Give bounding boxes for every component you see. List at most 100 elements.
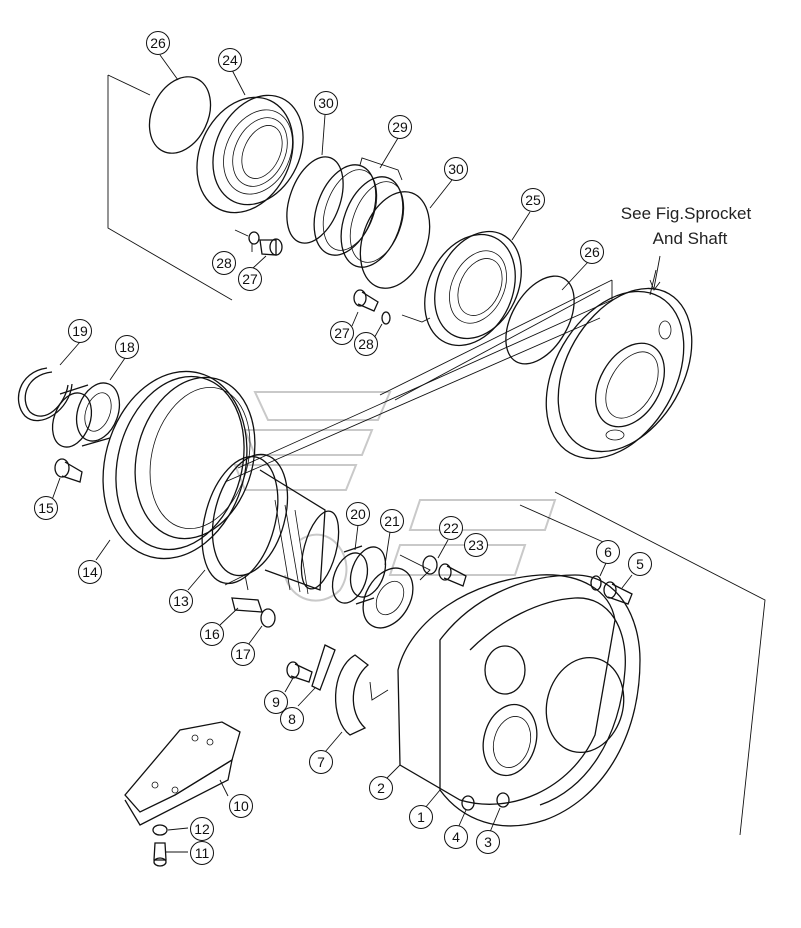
- bearing-20: [331, 545, 387, 605]
- callout-leaders: [51, 54, 657, 853]
- svg-text:9: 9: [272, 694, 280, 710]
- washer-12: [152, 824, 168, 836]
- svg-text:21: 21: [384, 513, 400, 529]
- washer-28-top: [248, 231, 260, 245]
- callout-17: 17: [231, 642, 255, 666]
- retainer-25: [424, 230, 522, 347]
- svg-text:30: 30: [448, 161, 464, 177]
- note-arrow-icon: [649, 279, 661, 291]
- svg-text:11: 11: [195, 845, 210, 861]
- svg-text:4: 4: [452, 829, 460, 845]
- snap-ring-30-right: [359, 191, 431, 289]
- svg-text:19: 19: [72, 323, 88, 339]
- callout-30-left: 30: [314, 91, 338, 115]
- callout-29: 29: [388, 115, 412, 139]
- snap-ring-19: [17, 367, 73, 422]
- callout-30-right: 30: [444, 157, 468, 181]
- callout-21: 21: [380, 509, 404, 533]
- bolt-9: [286, 661, 313, 683]
- o-ring-26-top: [148, 76, 212, 154]
- callout-19: 19: [68, 319, 92, 343]
- svg-text:18: 18: [119, 339, 135, 355]
- callout-20: 20: [346, 502, 370, 526]
- callout-8: 8: [280, 707, 304, 731]
- seal-29: [313, 157, 405, 268]
- callout-24: 24: [218, 48, 242, 72]
- svg-text:12: 12: [194, 821, 210, 837]
- callout-6: 6: [596, 540, 620, 564]
- callout-27-lower: 27: [330, 321, 354, 345]
- svg-text:7: 7: [317, 754, 325, 770]
- bolt-27-lower: [353, 289, 379, 312]
- callout-5: 5: [628, 552, 652, 576]
- washer-6: [590, 575, 602, 591]
- bolt-11: [153, 842, 167, 867]
- case-housing-1: [439, 574, 641, 827]
- o-ring-26-right: [505, 275, 575, 365]
- bolt-15: [54, 458, 83, 483]
- callout-18: 18: [115, 335, 139, 359]
- bolt-27-top: [259, 238, 283, 256]
- svg-text:25: 25: [525, 192, 541, 208]
- svg-text:30: 30: [318, 95, 334, 111]
- svg-text:28: 28: [358, 336, 374, 352]
- svg-text:26: 26: [150, 35, 166, 51]
- callout-27-top: 27: [238, 267, 262, 291]
- callout-23: 23: [464, 533, 488, 557]
- callout-9: 9: [264, 690, 288, 714]
- callout-15: 15: [34, 496, 58, 520]
- svg-text:14: 14: [82, 564, 98, 580]
- guard-10: [124, 721, 241, 826]
- washer-22: [422, 555, 438, 575]
- svg-text:1: 1: [417, 809, 425, 825]
- callout-1: 1: [409, 805, 433, 829]
- svg-text:5: 5: [636, 556, 644, 572]
- callout-16: 16: [200, 622, 224, 646]
- svg-text:27: 27: [242, 271, 258, 287]
- callout-2: 2: [369, 776, 393, 800]
- bolt-5: [603, 581, 633, 605]
- callout-7: 7: [309, 750, 333, 774]
- svg-text:17: 17: [235, 646, 251, 662]
- callout-28-lower: 28: [354, 332, 378, 356]
- callout-3: 3: [476, 830, 500, 854]
- callout-28-top: 28: [212, 251, 236, 275]
- watermark-logo: [233, 391, 557, 602]
- svg-text:26: 26: [584, 244, 600, 260]
- svg-text:6: 6: [604, 544, 612, 560]
- svg-text:8: 8: [288, 711, 296, 727]
- dowel-3: [496, 792, 510, 808]
- bearing-24: [196, 94, 304, 214]
- bushing-17: [260, 608, 276, 628]
- callout-10: 10: [229, 794, 253, 818]
- washer-28-lower: [381, 311, 391, 325]
- assembly-leader-lines: [107, 74, 766, 836]
- svg-text:27: 27: [334, 325, 350, 341]
- bearing-18: [51, 382, 121, 448]
- callout-14: 14: [78, 560, 102, 584]
- svg-text:24: 24: [222, 52, 238, 68]
- hub-shaft-13: [201, 453, 340, 595]
- dowel-4: [461, 795, 475, 811]
- svg-text:20: 20: [350, 506, 366, 522]
- sprocket-reference-note: See Fig.Sprocket And Shaft: [621, 204, 751, 291]
- svg-text:22: 22: [443, 520, 459, 536]
- callout-11: 11: [190, 841, 214, 865]
- gasket-2: [397, 574, 616, 805]
- bracket-8: [311, 644, 336, 691]
- svg-text:15: 15: [38, 500, 54, 516]
- seal-plate-7: [334, 654, 370, 736]
- svg-text:2: 2: [377, 780, 385, 796]
- svg-text:23: 23: [468, 537, 484, 553]
- svg-text:16: 16: [204, 626, 220, 642]
- svg-text:13: 13: [173, 593, 189, 609]
- svg-text:10: 10: [233, 798, 249, 814]
- callout-12: 12: [190, 817, 214, 841]
- cover-21: [362, 567, 414, 629]
- svg-text:3: 3: [484, 834, 492, 850]
- svg-text:29: 29: [392, 119, 408, 135]
- callout-25: 25: [521, 188, 545, 212]
- note-line-2: And Shaft: [653, 229, 728, 248]
- sprocket-hub-plate: [545, 287, 693, 460]
